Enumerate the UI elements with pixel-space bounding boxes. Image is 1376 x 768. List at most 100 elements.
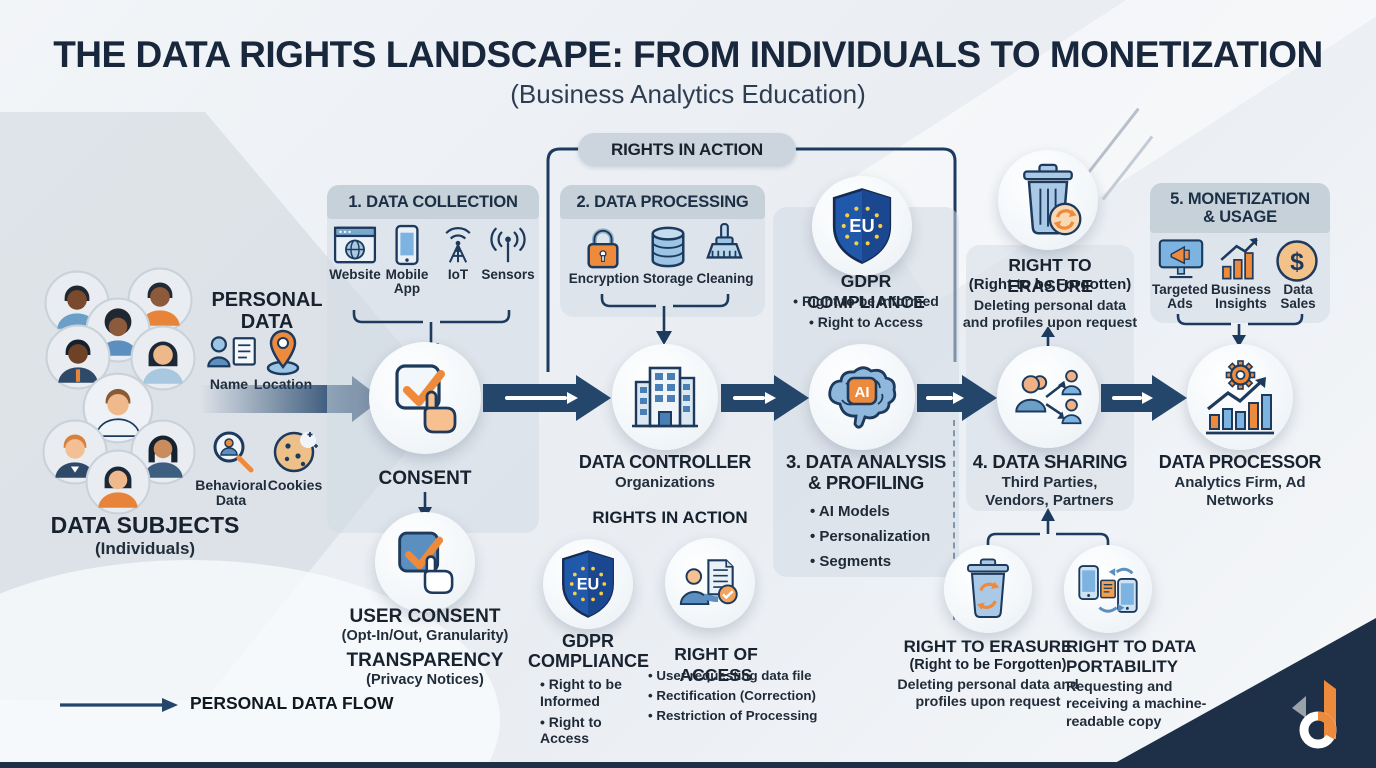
erasure-bottom-description: Deleting personal data and profiles upon… [897, 677, 1079, 711]
transparency-subtitle: (Privacy Notices) [366, 672, 484, 688]
dollar-coin-icon: $ [1274, 238, 1320, 284]
monetization-item-label: Business Insights [1210, 282, 1272, 312]
step-label: Storage [642, 271, 694, 286]
legend-arrow-icon [60, 698, 178, 712]
user-consent-subtitle: (Opt-In/Out, Granularity) [341, 628, 509, 644]
data-processor-subtitle: Analytics Firm, Ad Networks [1174, 474, 1306, 509]
svg-text:AI: AI [855, 384, 870, 401]
erasure-bottom-subtitle: (Right to be Forgotten) [909, 657, 1067, 673]
panel-monetization-header: 5. MONETIZATION & USAGE [1150, 183, 1330, 233]
panel-data-collection-header: 1. DATA COLLECTION [327, 185, 539, 219]
bottom-bar [0, 762, 1376, 768]
step-label: Encryption [568, 271, 640, 286]
avatar [45, 324, 111, 390]
svg-text:EU: EU [577, 575, 600, 593]
monetization-item-label: Data Sales [1280, 282, 1316, 312]
source-label: Website [329, 267, 381, 282]
gear-chart-icon [1206, 360, 1274, 435]
personal-data-item-label: Behavioral Data [195, 477, 267, 508]
ad-monitor-icon [1156, 238, 1206, 282]
erasure-bottom-circle [944, 545, 1032, 633]
smartphone-icon [390, 224, 424, 266]
gdpr-top-circle: EU [812, 176, 912, 276]
data-controller-subtitle: Organizations [614, 474, 715, 491]
gdpr-mid-circle: ( EU [543, 539, 633, 629]
user-consent-circle [375, 512, 475, 612]
ai-brain-icon: AI [828, 366, 897, 429]
database-icon [647, 224, 689, 270]
data-sharing-subtitle: Third Parties, Vendors, Partners [985, 474, 1114, 509]
eu-shield-icon: ( EU [562, 550, 614, 618]
source-label: Mobile App [385, 267, 429, 297]
erasure-top-circle [998, 150, 1098, 250]
avatar [85, 449, 151, 515]
source-label: IoT [447, 267, 469, 282]
sharing-bottom-bracket [986, 508, 1110, 548]
portability-title: RIGHT TO DATA PORTABILITY [1066, 637, 1196, 676]
trash-recycle-icon [967, 558, 1009, 619]
cookie-icon [270, 426, 320, 476]
svg-text:$: $ [1290, 249, 1304, 276]
antenna-icon [438, 224, 478, 266]
consent-circle [369, 342, 481, 454]
person-document-icon [679, 559, 738, 606]
data-sharing-circle [997, 346, 1099, 448]
ai-analysis-circle: AI [809, 344, 915, 450]
gdpr-mid-bullets: • Right to be Informed • Right to Access [540, 676, 622, 747]
panel-data-processing-header: 2. DATA PROCESSING [560, 185, 765, 219]
erasure-top-title: RIGHT TO ERASURE [1007, 255, 1093, 296]
rights-banner-bracket [546, 147, 957, 372]
processing-bracket-connector [600, 294, 730, 345]
avatar [130, 419, 196, 485]
data-controller-circle [612, 344, 718, 450]
rights-mid-header: RIGHTS IN ACTION [592, 508, 748, 527]
right-of-access-title: RIGHT OF ACCESS [674, 644, 758, 685]
data-subjects-subtitle: (Individuals) [94, 539, 196, 558]
right-of-access-circle [665, 538, 755, 628]
map-pin-icon [262, 328, 304, 376]
data-analysis-bullets: • AI Models • Personalization • Segments [810, 503, 931, 570]
portability-circle [1064, 545, 1152, 633]
padlock-icon [582, 226, 624, 270]
brand-logo [1288, 678, 1350, 750]
trash-recycle-icon [1023, 163, 1082, 236]
portability-description: Requesting and receiving a machine-reada… [1066, 679, 1207, 730]
personal-data-flow-arrow [200, 385, 352, 413]
browser-icon [333, 226, 377, 264]
data-processor-title: DATA PROCESSOR [1158, 452, 1322, 472]
page-title: THE DATA RIGHTS LANDSCAPE: FROM INDIVIDU… [53, 34, 1323, 75]
brush-icon [703, 222, 745, 270]
monetization-bracket-connector [1176, 314, 1304, 347]
legend-label: PERSONAL DATA FLOW [190, 693, 394, 713]
phones-transfer-icon [1078, 565, 1138, 613]
data-analysis-title: 3. DATA ANALYSIS & PROFILING [785, 451, 946, 493]
page-subtitle: (Business Analytics Education) [510, 79, 866, 109]
personal-data-title: PERSONAL DATA [211, 289, 323, 333]
bar-chart-icon [1216, 236, 1264, 282]
erasure-bottom-title: RIGHT TO ERASURE [903, 637, 1073, 656]
source-label: Sensors [481, 267, 535, 282]
data-sharing-title: 4. DATA SHARING [972, 451, 1128, 472]
gdpr-top-title: GDPR COMPLIANCE [807, 271, 925, 312]
gdpr-mid-title: GDPR COMPLIANCE [528, 631, 649, 671]
erasure-top-subtitle: (Right to be Forgotten) [968, 276, 1132, 293]
data-processor-circle [1187, 344, 1293, 450]
people-sharing-icon [1015, 369, 1082, 425]
checkbox-hand-icon [395, 364, 457, 434]
signal-icon [484, 226, 532, 266]
transparency-title: TRANSPARENCY [346, 650, 504, 671]
personal-data-item-label: Cookies [267, 477, 323, 493]
rights-banner-label: RIGHTS IN ACTION [611, 139, 763, 159]
magnifier-person-icon [206, 426, 260, 476]
dashed-separator [953, 420, 955, 620]
avatar [82, 372, 154, 444]
building-icon [632, 366, 698, 428]
eu-shield-icon: EU [832, 188, 892, 264]
data-controller-title: DATA CONTROLLER [578, 452, 752, 472]
erasure-top-description: Deleting personal data and profiles upon… [962, 298, 1138, 332]
svg-text:EU: EU [849, 215, 874, 236]
gdpr-top-bullets: • Right to be Informed • Right to Access [793, 293, 939, 330]
consent-label: CONSENT [378, 468, 472, 489]
monetization-item-label: Targeted Ads [1151, 282, 1208, 312]
